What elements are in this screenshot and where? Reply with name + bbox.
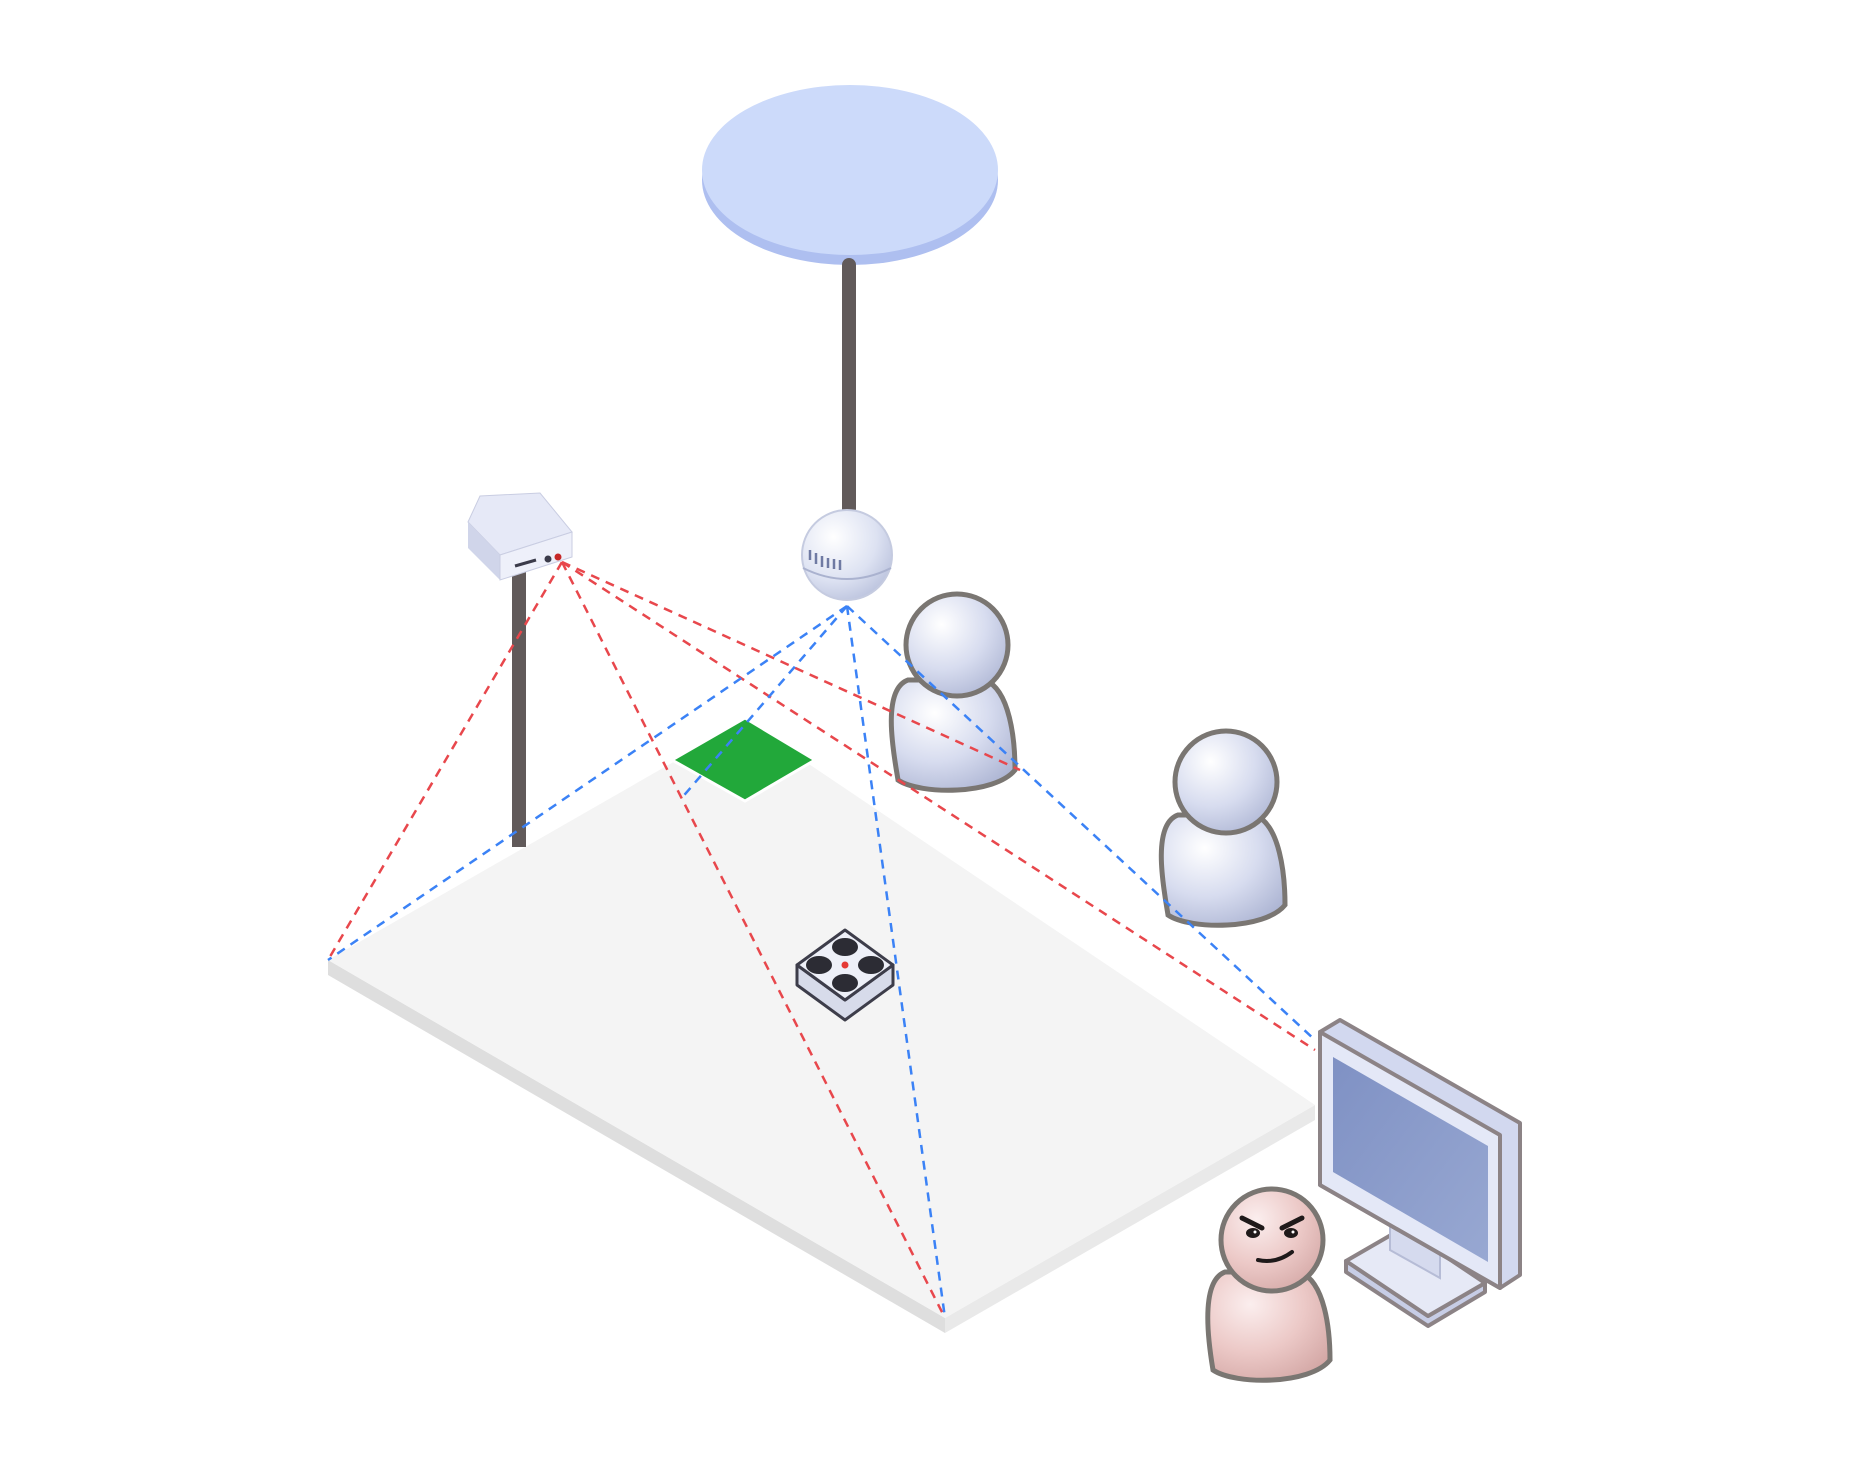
monitor [1318, 1018, 1522, 1328]
monitor-screen [1333, 1057, 1488, 1262]
rotor-icon [806, 956, 832, 974]
right-eye [1284, 1228, 1298, 1238]
operator [1205, 1186, 1333, 1383]
operator-body [1205, 1269, 1333, 1383]
smirk [1256, 1250, 1294, 1263]
person-2 [1158, 728, 1288, 928]
drone-led-icon [841, 961, 849, 969]
ceiling-dome-camera [801, 509, 893, 601]
pole-projector [467, 492, 573, 847]
person-1-body [888, 677, 1018, 793]
pole-sensor-rays [326, 560, 1316, 1319]
blue-ray [679, 605, 848, 801]
ceiling-mount [702, 85, 998, 601]
person-1 [888, 591, 1018, 793]
rotor-icon [832, 938, 858, 956]
box-lens-icon [544, 555, 552, 563]
monitor-base [1344, 1226, 1487, 1318]
red-ray [561, 560, 1316, 1052]
green-marker [668, 716, 818, 803]
dome-camera-rays [327, 604, 1316, 1319]
box-front [499, 531, 573, 581]
dome-seam [802, 567, 892, 580]
angry-face-icon [1239, 1215, 1305, 1263]
ceiling-plate [702, 85, 998, 255]
left-eyebrow [1239, 1215, 1265, 1231]
red-ray [561, 560, 1021, 772]
left-eye [1246, 1228, 1260, 1238]
blue-ray [846, 605, 1316, 1041]
right-eyebrow [1279, 1215, 1305, 1231]
box-slot [514, 558, 537, 568]
ceiling-rod [842, 258, 856, 516]
blue-ray [845, 605, 947, 1319]
dome-vent-icon [808, 550, 842, 570]
box-led-icon [554, 553, 562, 561]
floor-platform [328, 721, 1315, 1333]
floor-side-right [945, 1105, 1315, 1333]
person-2-body [1158, 812, 1288, 928]
box-left [468, 522, 500, 580]
drone [795, 928, 895, 1022]
blue-ray [327, 604, 848, 962]
rotor-icon [858, 956, 884, 974]
pole [512, 560, 526, 847]
operator-head [1218, 1186, 1326, 1294]
rotor-icon [832, 974, 858, 992]
floor-side-left [328, 960, 945, 1333]
red-ray [560, 561, 947, 1319]
floor-top [328, 721, 1315, 1318]
person-1-head [903, 591, 1011, 699]
person-2-head [1172, 728, 1280, 836]
red-ray [326, 561, 564, 961]
